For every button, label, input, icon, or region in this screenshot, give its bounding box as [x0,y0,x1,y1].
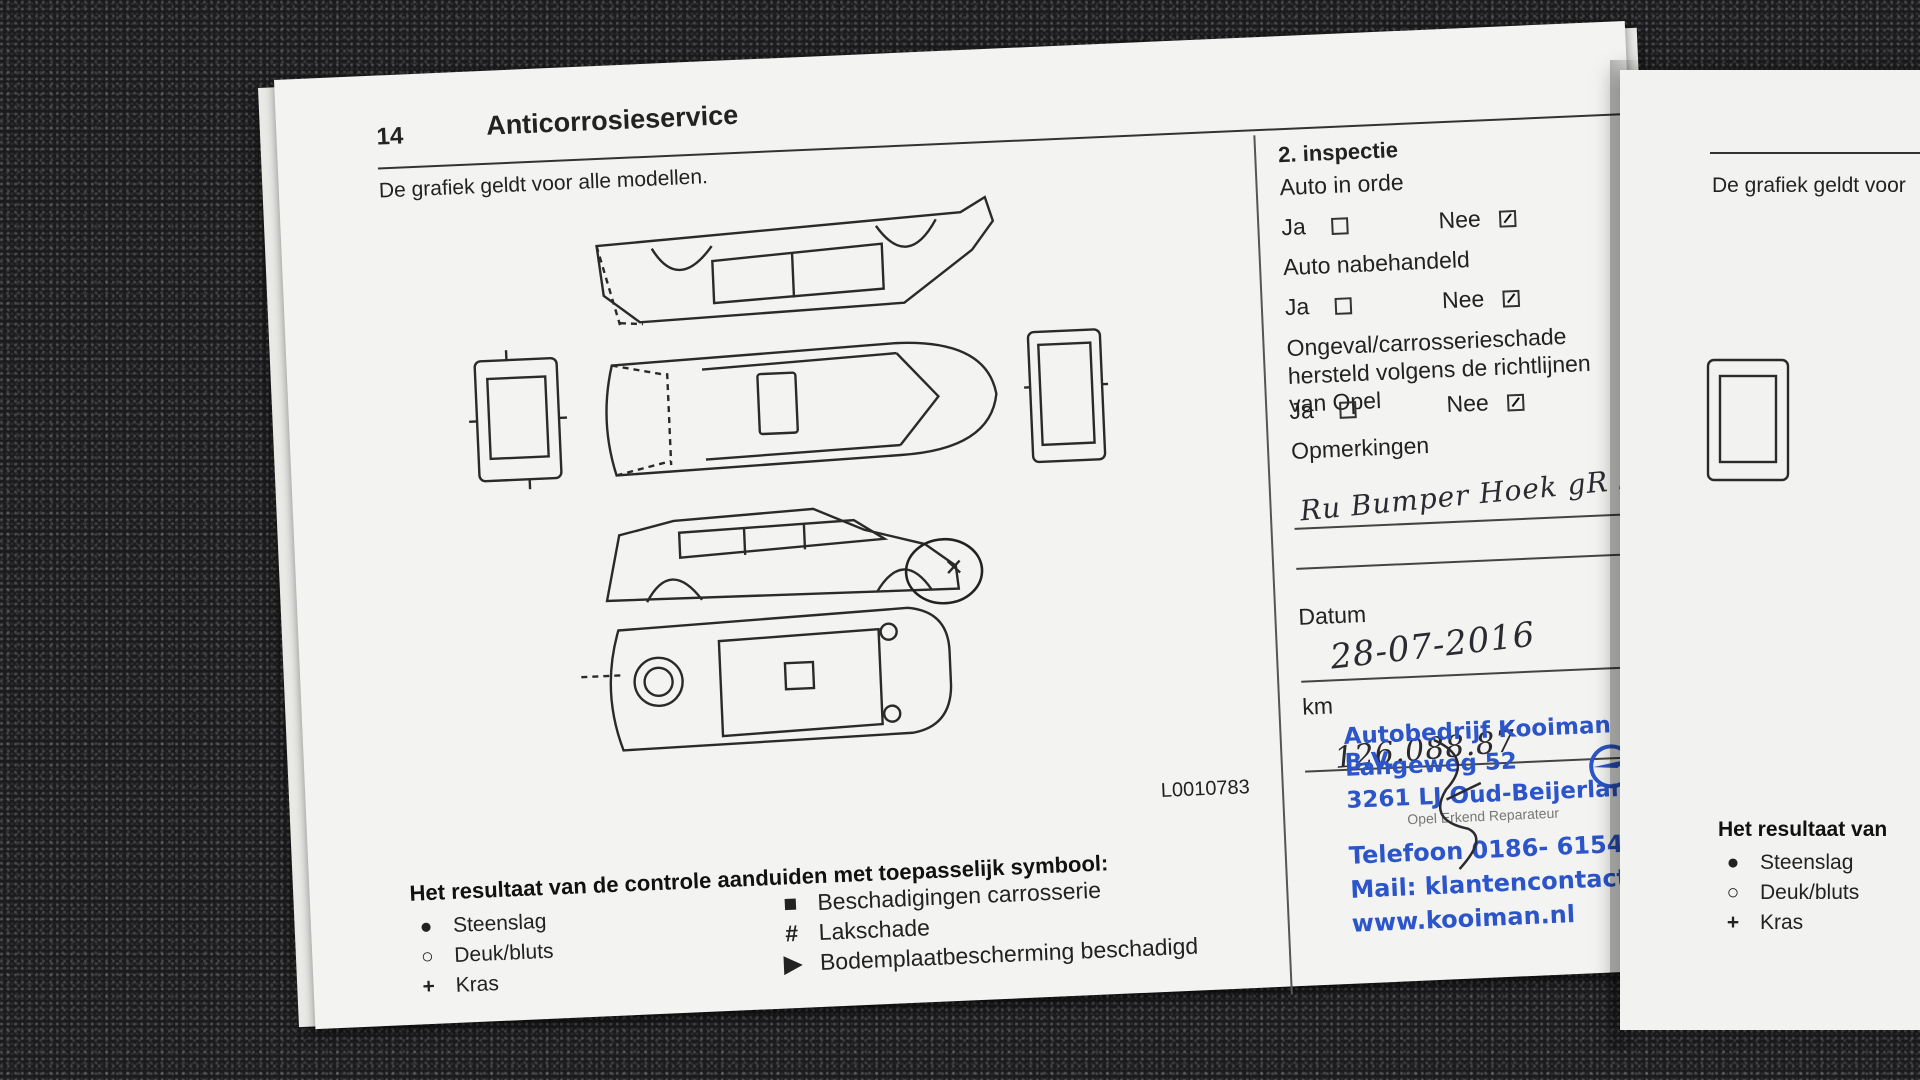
signature-scribble [1433,738,1482,870]
legend-item: ○ Deuk/bluts [1718,878,1860,908]
right-page-intro: De grafiek geldt voor [1712,174,1906,197]
no-label: Nee [1437,205,1482,234]
legend-list-1: ● Steenslag ○ Deuk/bluts + Kras [410,907,555,1003]
yes-checkbox[interactable] [1339,401,1358,419]
car-front-view [469,350,568,490]
answer-row-2: Ja Nee [1284,284,1520,321]
legend-item: + Kras [413,967,555,1003]
car-rear-view [1024,328,1109,464]
no-checkbox-checked[interactable] [1498,209,1517,228]
legend-list-2: ■Beschadigingen carrosserie #Lakschade ▶… [775,871,1199,979]
inspection-title: 2. inspectie [1277,137,1399,168]
right-page-car-front-view [1706,358,1790,482]
kras-symbol: + [1726,911,1740,934]
legend-label: Deuk/bluts [453,939,554,967]
page-number: 14 [375,122,404,151]
lakschade-symbol: # [784,919,799,946]
right-page-legend-heading: Het resultaat van [1718,818,1888,841]
yes-label: Ja [1284,293,1310,321]
right-page-header-rule [1710,152,1920,154]
legend-label: Steenslag [452,909,547,937]
question-auto-nabehandeld: Auto nabehandeld [1282,246,1471,281]
legend-label: Kras [1760,911,1804,934]
right-page-legend-list: ● Steenslag ○ Deuk/bluts + Kras [1718,848,1860,938]
page-title: Anticorrosieservice [485,99,739,141]
yes-checkbox[interactable] [1334,297,1353,315]
deuk-symbol: ○ [420,944,435,969]
intro-text: De grafiek geldt voor alle modellen. [378,165,709,203]
stamp-web: www.kooiman.nl [1351,900,1576,938]
car-top-view [605,341,998,477]
opel-logo-icon [1589,744,1630,789]
answer-row-1: Ja Nee [1280,204,1517,241]
date-label: Datum [1297,600,1367,630]
car-underside-view [580,606,953,752]
legend-item: + Kras [1718,908,1859,938]
booklet-left-page: 14 Anticorrosieservice De grafiek geldt … [274,21,1767,1030]
steenslag-symbol: ● [419,914,433,939]
no-label: Nee [1445,389,1490,418]
legend-label: Deuk/bluts [1760,881,1860,904]
figure-code: L0010783 [1160,776,1251,802]
no-label: Nee [1441,285,1485,314]
legend-label: Kras [455,972,500,997]
legend-item: ● Steenslag [1718,848,1859,878]
deuk-symbol: ○ [1726,881,1740,904]
kras-symbol: + [422,974,436,999]
legend-label: Steenslag [1760,851,1854,874]
yes-label: Ja [1288,396,1315,425]
car-damage-diagram [469,195,1109,752]
steenslag-symbol: ● [1726,851,1740,874]
car-side-view [605,507,984,605]
remarks-line-2 [1296,552,1642,570]
carrosserie-symbol: ■ [782,889,798,917]
legend-label: Lakschade [818,913,931,945]
no-checkbox-checked[interactable] [1506,393,1525,412]
remarks-label: Opmerkingen [1290,431,1430,464]
question-auto-in-orde: Auto in orde [1279,168,1405,201]
booklet-right-page: De grafiek geldt voor Het resultaat van … [1620,70,1920,1030]
yes-label: Ja [1280,213,1307,241]
no-checkbox-checked[interactable] [1501,289,1520,308]
car-side-view-inverted [595,195,995,326]
km-label: km [1301,692,1334,720]
yes-checkbox[interactable] [1331,217,1350,235]
bodemplaat-symbol: ▶ [783,949,803,977]
